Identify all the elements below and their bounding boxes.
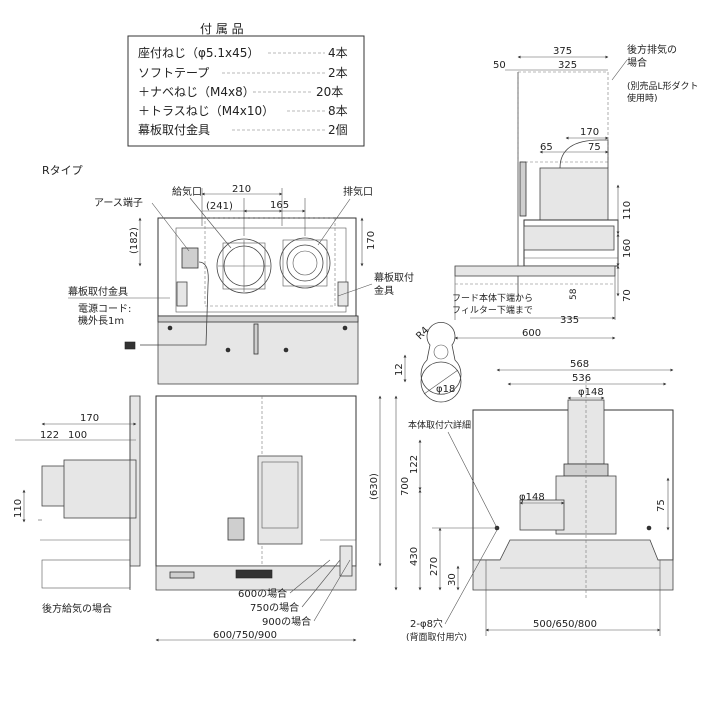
hole-detail-label: 本体取付穴詳細 [408,419,471,431]
callout-900: 900の場合 [262,615,311,628]
dim-30: 30 [447,573,458,586]
dim-phi18: φ18 [436,384,455,395]
front-body [155,395,357,567]
dim-270: 270 [429,557,440,576]
power-cord [140,261,209,346]
earth-label: アース端子 [94,196,143,209]
duct-label-2: 使用時) [627,92,658,104]
dim-335: 335 [560,315,579,326]
accessories-row: 幕板取付金具 2個 [138,122,348,137]
accessories-row: ＋ナベねじ（M4x8） 20本 [138,85,343,99]
dim-568: 568 [570,359,589,370]
dim-70: 70 [622,289,633,302]
holes-note: (背面取付用穴) [406,631,467,643]
duct-elbow [539,167,609,221]
intake-label: 給気口 [172,185,202,198]
dim-110-left: 110 [13,499,24,518]
mount-hole [646,525,652,531]
rear-intake-duct [63,459,137,519]
accessories-frame [127,35,365,147]
side-view-left: 170 122 100 110 後方給気の場合 [13,396,137,615]
front-view: (630) 700 600/750/900 600の場合 750の場合 900の… [129,395,411,642]
accessory-qty: 2個 [328,123,348,137]
accessory-name: 幕板取付金具 [138,122,210,137]
dim-122-back: 122 [409,455,420,474]
filter-label-1: フード本体下端から [452,292,533,304]
exhaust-port [279,237,331,289]
keyhole-shape [420,322,462,395]
dim-170-top: 170 [366,231,377,250]
side-view-right: 後方排気の 場合 (別売品L形ダクト 使用時) フード本体下端から フィルター下… [452,43,699,340]
dim-phi148-top: φ148 [578,387,604,398]
accessories-row: 座付ねじ（φ5.1x45） 4本 [138,45,348,60]
bracket-right-label-2: 金具 [374,284,394,297]
accessory-qty: 2本 [328,66,348,80]
filter-label-2: フィルター下端まで [452,304,533,316]
dim-630: (630) [369,473,380,500]
holes-label: 2-φ8穴 [410,617,443,630]
accessory-name: 座付ねじ（φ5.1x45） [138,45,259,60]
dim-165: 165 [270,200,289,211]
back-bottom [472,539,674,591]
back-view: 568 536 φ148 φ148 122 75 430 270 30 500/… [406,359,674,643]
fan-unit [257,455,303,545]
accessories-row: ＋トラスねじ（M4x10） 8本 [138,104,348,118]
top-view: Rタイプ アース端子 給気口 [42,164,414,385]
dim-430: 430 [409,547,420,566]
accessory-name: ＋ナベねじ（M4x8） [138,85,255,99]
accessories-table: 付 属 品 座付ねじ（φ5.1x45） 4本 ソフトテープ 2本 ＋ナベねじ（M… [127,22,365,147]
dim-75-back: 75 [656,499,667,512]
callout-750: 750の場合 [250,601,299,614]
accessory-name: ソフトテープ [138,66,209,80]
dim-170-side: 170 [580,127,599,138]
dim-75-side: 75 [588,142,601,153]
hole-detail: R4 12 φ18 [394,322,462,403]
callout-600: 600の場合 [238,587,287,600]
type-label: Rタイプ [42,164,83,177]
dim-r4: R4 [414,325,431,342]
rear-exhaust-label-1: 後方排気の [627,43,677,56]
accessory-qty: 4本 [328,46,348,60]
rear-exhaust-label-2: 場合 [627,56,647,69]
dim-100-left: 100 [68,430,87,441]
dim-160: 160 [622,239,633,258]
dim-182: (182) [129,227,140,254]
bracket-left-label: 幕板取付金具 [68,285,128,298]
earth-terminal [181,247,199,269]
accessories-row: ソフトテープ 2本 [138,66,348,80]
cord-label-2: 機外長1m [78,314,124,327]
intake-port [216,238,272,294]
accessory-qty: 8本 [328,104,348,118]
dim-600-side: 600 [522,328,541,339]
dim-325: 325 [558,60,577,71]
dim-375: 375 [553,46,572,57]
dim-110-side: 110 [622,201,633,220]
dim-65: 65 [540,142,553,153]
rear-intake-label: 後方給気の場合 [42,602,112,615]
bracket-right-label-1: 幕板取付 [374,271,414,284]
dim-width-back: 500/650/800 [533,619,597,630]
dim-phi148-mid: φ148 [519,492,545,503]
exhaust-label: 排気口 [343,185,373,198]
dim-210: 210 [232,184,251,195]
dim-width-front: 600/750/900 [213,630,277,641]
dim-122-left: 122 [40,430,59,441]
accessories-title: 付 属 品 [200,22,244,36]
dim-700: 700 [400,477,411,496]
plug-icon [124,341,136,350]
accessory-name: ＋トラスねじ（M4x10） [138,104,274,118]
cord-label-1: 電源コード: [78,302,131,315]
dim-58: 58 [569,288,579,300]
dim-50: 50 [493,60,506,71]
dim-536: 536 [572,373,591,384]
dim-241: (241) [206,201,233,212]
accessory-qty: 20本 [316,85,343,99]
dim-12: 12 [394,363,405,376]
dim-170-left: 170 [80,413,99,424]
duct-label-1: (別売品L形ダクト [627,80,699,92]
